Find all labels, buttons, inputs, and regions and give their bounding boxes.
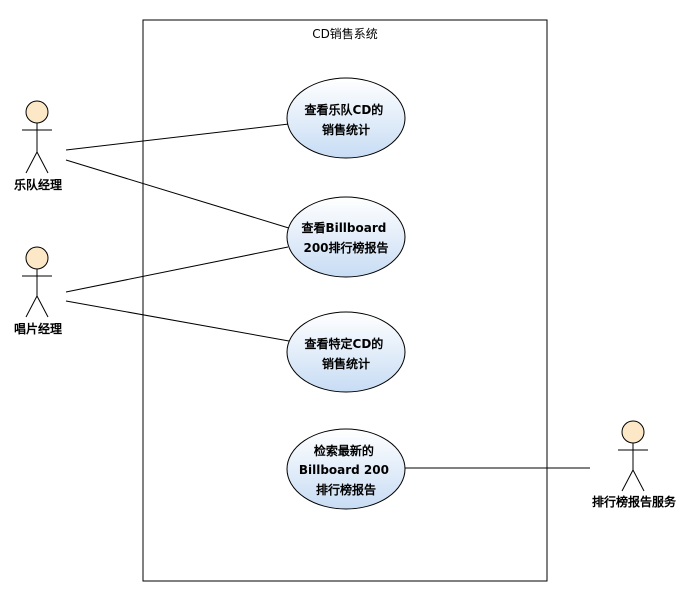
stick-figure-icon bbox=[22, 246, 52, 318]
svg-text:查看乐队CD的 销售统计: 查看乐队CD的 销售统计 bbox=[304, 102, 388, 137]
system-title: CD销售系统 bbox=[312, 26, 378, 41]
use-case-label-line: 查看特定CD的 bbox=[304, 336, 384, 351]
actor-record-manager[interactable]: 唱片经理 bbox=[14, 246, 62, 336]
associations bbox=[65, 123, 590, 469]
use-case-label-line: Billboard 200 bbox=[299, 463, 389, 477]
use-case-label-line: 查看Billboard bbox=[300, 220, 386, 235]
use-case-ellipse bbox=[286, 196, 406, 278]
svg-text:查看特定CD的 销售统计: 查看特定CD的 销售统计 bbox=[304, 336, 388, 371]
actor-label: 唱片经理 bbox=[14, 321, 62, 336]
stick-figure-icon bbox=[618, 420, 648, 492]
use-case-billboard-view[interactable]: 查看Billboard 200排行榜报告 bbox=[286, 196, 406, 278]
svg-text:检索最新的 Billboard 200: 检索最新的 Billboard 200 排行榜报告 bbox=[299, 443, 393, 497]
use-case-label-line: 排行榜报告 bbox=[316, 482, 376, 497]
use-case-label-line: 检索最新的 bbox=[314, 443, 374, 458]
actor-ranking-service[interactable]: 排行榜报告服务 bbox=[592, 420, 677, 509]
assoc-band-manager-billboard-view bbox=[65, 159, 293, 230]
actor-label: 排行榜报告服务 bbox=[592, 494, 677, 509]
actor-label: 乐队经理 bbox=[14, 177, 62, 192]
use-case-ellipse bbox=[286, 428, 406, 510]
assoc-band-manager-band-sales bbox=[65, 123, 290, 151]
system-boundary: CD销售系统 bbox=[142, 19, 548, 582]
use-case-label-line: 销售统计 bbox=[322, 122, 370, 137]
use-case-band-sales[interactable]: 查看乐队CD的 销售统计 bbox=[286, 77, 406, 159]
use-case-label-line: 销售统计 bbox=[322, 356, 370, 371]
use-case-billboard-retrieve[interactable]: 检索最新的 Billboard 200 排行榜报告 bbox=[286, 428, 406, 510]
use-case-ellipse bbox=[286, 311, 406, 393]
use-case-ellipse bbox=[286, 77, 406, 159]
use-case-label-line: 查看乐队CD的 bbox=[304, 102, 384, 117]
svg-text:查看Billboard 200排行榜报告: 查看Billboard 200排行榜报告 bbox=[300, 220, 390, 255]
actor-band-manager[interactable]: 乐队经理 bbox=[14, 100, 62, 192]
stick-figure-icon bbox=[22, 100, 52, 174]
use-case-label-line: 200排行榜报告 bbox=[303, 240, 388, 255]
use-case-cd-sales[interactable]: 查看特定CD的 销售统计 bbox=[286, 311, 406, 393]
assoc-record-manager-billboard-view bbox=[65, 246, 289, 293]
assoc-record-manager-cd-sales bbox=[65, 300, 290, 342]
